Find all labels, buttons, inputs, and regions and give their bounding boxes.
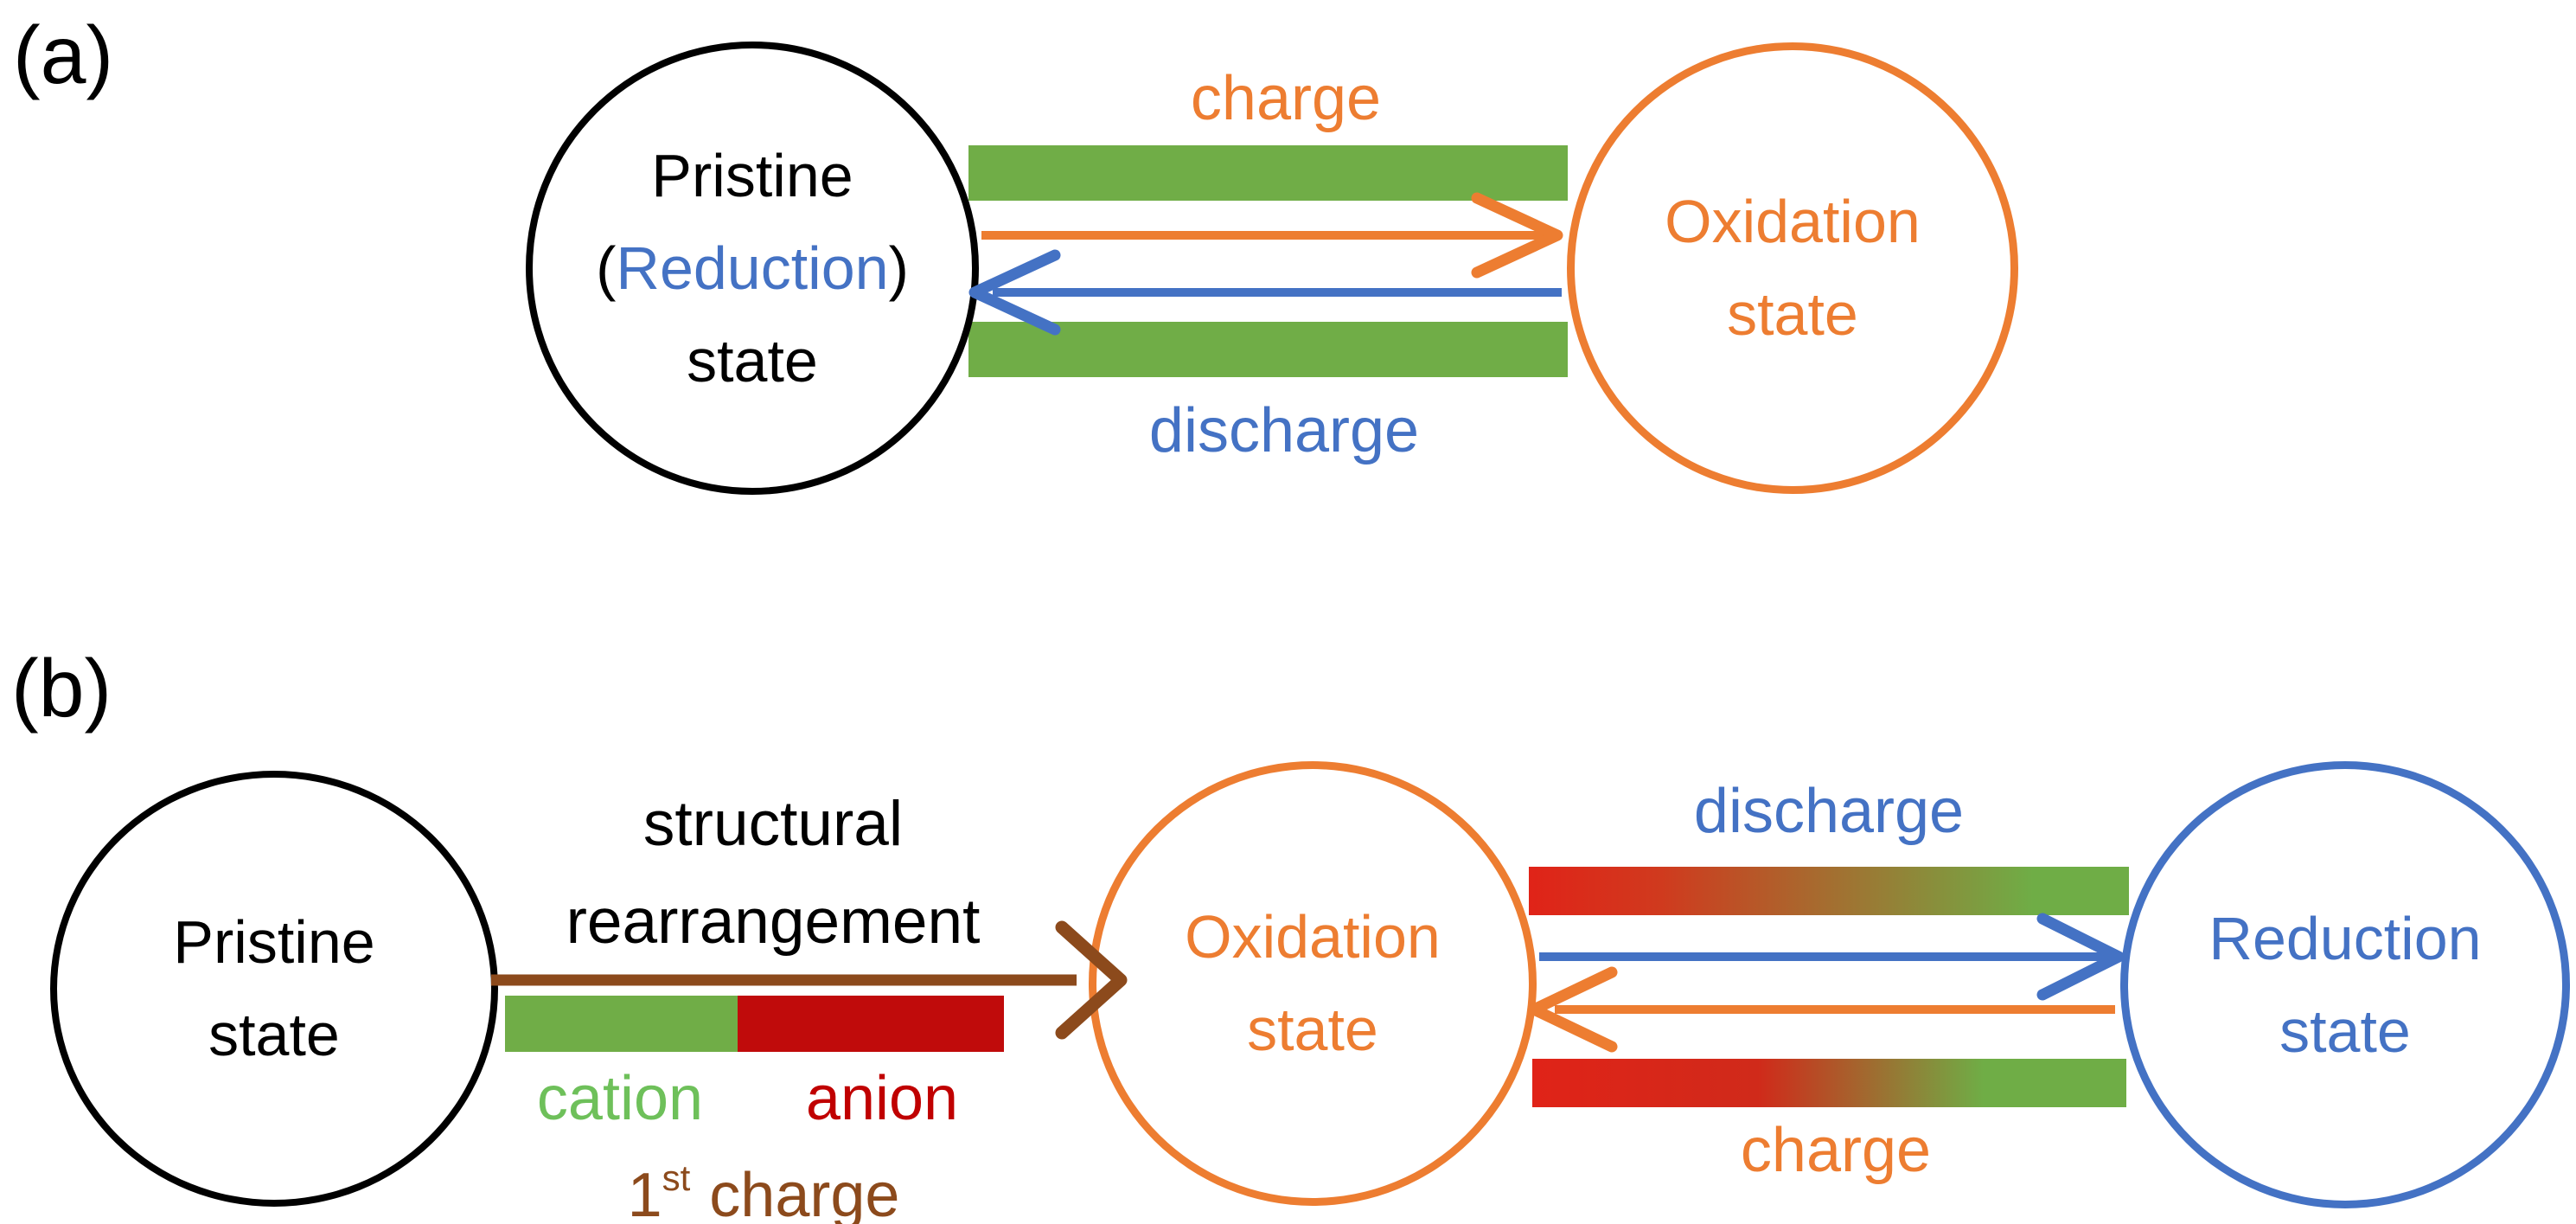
panel-a-label: (a): [13, 10, 114, 101]
pristine-line2: (Reduction): [596, 222, 909, 315]
panel-b-oxidation-state-circle: Oxidation state: [1089, 761, 1537, 1206]
panel-a-bottom-green-bar: [968, 322, 1568, 377]
panel-b-reduction-state-circle: Reduction state: [2120, 761, 2570, 1208]
structural-line2: rearrangement: [566, 887, 981, 957]
structural-rearrangement-label: structural rearrangement: [508, 775, 1038, 971]
cation-label: cation: [536, 1064, 704, 1133]
panel-b-charge-gradient-bar: [1532, 1059, 2126, 1107]
oxidation-line1: Oxidation: [1665, 188, 1921, 255]
panel-a-pristine-state-circle: Pristine (Reduction) state: [526, 42, 979, 495]
reduction-b-line1: Reduction: [2208, 904, 2482, 972]
panel-a-discharge-label: discharge: [1148, 396, 1420, 465]
panel-a-charge-arrow-right: [981, 192, 1563, 279]
panel-b-label: (b): [11, 643, 112, 734]
anion-label: anion: [805, 1064, 959, 1133]
panel-b-charge-label: charge: [1740, 1116, 1932, 1185]
first-charge-word: charge: [709, 1161, 900, 1224]
panel-b-pristine-state-circle: Pristine state: [50, 771, 498, 1207]
reduction-b-line2: state: [2279, 997, 2411, 1065]
first-charge-label: 1st charge: [591, 1144, 936, 1224]
paren-open: (: [596, 234, 617, 302]
panel-b-charge-arrow-left: [1528, 966, 2115, 1053]
reduction-word: Reduction: [616, 234, 889, 302]
pristine-line3: state: [687, 326, 818, 394]
panel-a-discharge-arrow-left: [968, 249, 1562, 336]
pristine-b-line2: state: [208, 1001, 340, 1068]
panel-b-discharge-label: discharge: [1693, 777, 1965, 846]
first-charge-number: 1: [627, 1161, 662, 1224]
oxidation-line2: state: [1727, 280, 1858, 348]
oxidation-b-line1: Oxidation: [1185, 903, 1441, 971]
first-charge-superscript: st: [662, 1157, 691, 1198]
panel-b-discharge-gradient-bar: [1529, 867, 2129, 915]
pristine-line1: Pristine: [651, 141, 853, 209]
structural-line1: structural: [642, 789, 904, 859]
oxidation-b-line2: state: [1247, 996, 1378, 1063]
pristine-b-line1: Pristine: [173, 908, 375, 976]
panel-b-discharge-arrow-right: [1539, 913, 2125, 1001]
panel-b-cation-anion-bar: [505, 996, 1004, 1052]
panel-a-top-green-bar: [968, 145, 1568, 201]
panel-a-charge-label: charge: [1190, 64, 1382, 133]
panel-a-oxidation-state-circle: Oxidation state: [1567, 42, 2018, 494]
paren-close: ): [888, 234, 909, 302]
